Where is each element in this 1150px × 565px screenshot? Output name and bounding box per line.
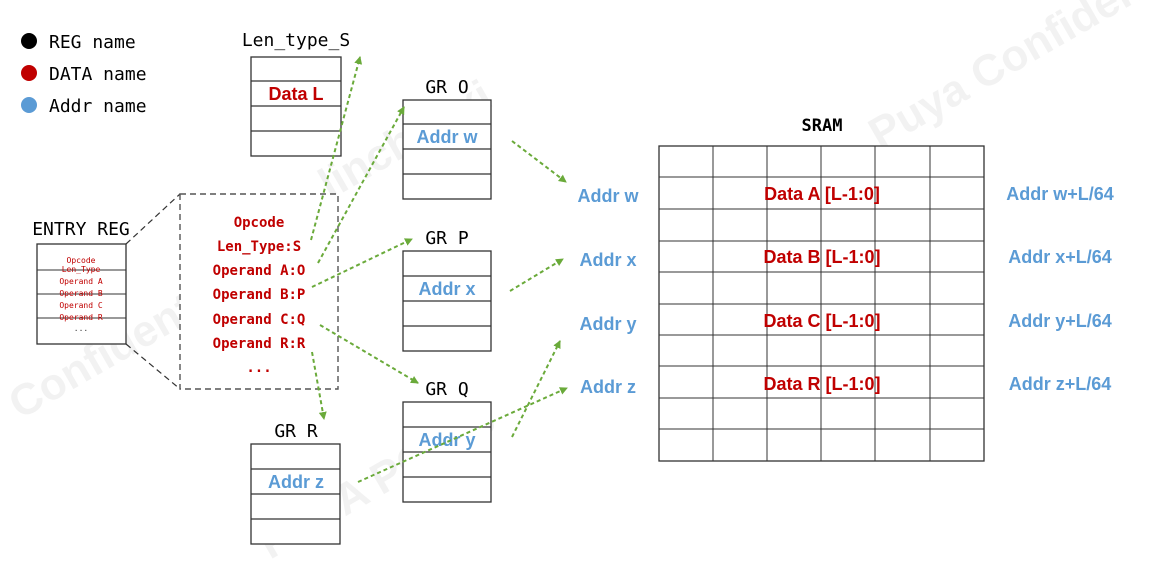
sram-addr-z-end: Addr z+L/64 xyxy=(1009,374,1112,394)
arrow-gr-o-to-sram-w xyxy=(511,140,567,183)
expanded-operand-b: Operand B:P xyxy=(213,287,306,303)
expanded-len-type: Len_Type:S xyxy=(217,239,301,255)
sram-addr-x: Addr x xyxy=(579,250,636,270)
entry-row-operand-c: Operand C xyxy=(59,301,103,310)
legend-label-data: DATA name xyxy=(49,64,147,85)
expanded-operand-a: Operand A:O xyxy=(213,263,306,279)
expanded-entry: Opcode Len_Type:S Operand A:O Operand B:… xyxy=(179,193,339,390)
gr-p-title: GR P xyxy=(425,228,469,249)
gr-o-title: GR O xyxy=(425,77,468,98)
sram-data-r: Data R [L-1:0] xyxy=(763,374,880,394)
len-type-s-title: Len_type_S xyxy=(242,30,350,51)
gr-r-register: GR R Addr z xyxy=(250,421,341,545)
sram-data-b: Data B [L-1:0] xyxy=(763,247,880,267)
arrow-operand-b-to-gr-p xyxy=(311,238,413,288)
zoom-line-top xyxy=(125,193,181,245)
arrow-gr-p-to-sram-x xyxy=(509,258,564,292)
entry-row-len-type: Len_Type xyxy=(62,265,101,274)
entry-reg: ENTRY REG Opcode Len_Type Operand A Oper… xyxy=(32,219,130,345)
legend-dot-data xyxy=(21,65,37,81)
arrow-len-type-to-len-type-s xyxy=(310,56,363,241)
entry-row-opcode: Opcode xyxy=(67,256,96,265)
gr-o-addr-label: Addr w xyxy=(417,127,479,147)
expanded-ellipsis: ... xyxy=(246,360,271,376)
arrow-operand-c-to-gr-q xyxy=(319,324,419,384)
sram-data-a: Data A [L-1:0] xyxy=(764,184,880,204)
watermark-text-4: Puya Confidential xyxy=(861,0,1150,159)
expanded-operand-c: Operand C:Q xyxy=(213,312,306,328)
gr-r-title: GR R xyxy=(274,421,318,442)
sram-addr-x-end: Addr x+L/64 xyxy=(1008,247,1112,267)
sram-addr-w-end: Addr w+L/64 xyxy=(1006,184,1114,204)
len-type-s-data-label: Data L xyxy=(268,84,323,104)
expanded-operand-r: Operand R:R xyxy=(213,336,306,352)
entry-row-operand-r: Operand R xyxy=(59,313,103,322)
len-type-s-register: Len_type_S Data L xyxy=(242,30,350,157)
entry-row-operand-a: Operand A xyxy=(59,277,103,286)
arrow-gr-r-to-sram-z xyxy=(357,387,568,483)
entry-row-ellipsis: ... xyxy=(74,324,88,333)
sram-addr-y: Addr y xyxy=(579,314,636,334)
entry-reg-title: ENTRY REG xyxy=(32,219,130,240)
pointer-arrows xyxy=(310,56,568,483)
sram: SRAM Data A [L-1:0] Data B [L-1:0] Data … xyxy=(578,116,1114,462)
arrow-operand-a-to-gr-o xyxy=(317,106,405,264)
legend: REG name DATA name Addr name xyxy=(21,32,147,117)
entry-row-operand-b: Operand B xyxy=(59,289,103,298)
sram-addr-w: Addr w xyxy=(578,186,640,206)
legend-dot-reg xyxy=(21,33,37,49)
gr-q-register: GR Q Addr y xyxy=(402,379,492,503)
arrow-gr-q-to-sram-y xyxy=(511,340,561,438)
gr-r-addr-label: Addr z xyxy=(268,472,324,492)
gr-p-register: GR P Addr x xyxy=(402,228,492,352)
sram-data-c: Data C [L-1:0] xyxy=(763,311,880,331)
sram-addr-y-end: Addr y+L/64 xyxy=(1008,311,1112,331)
expanded-opcode: Opcode xyxy=(234,215,285,231)
sram-addr-z: Addr z xyxy=(580,377,636,397)
gr-q-title: GR Q xyxy=(425,379,468,400)
gr-o-register: GR O Addr w xyxy=(402,77,492,200)
zoom-line-bottom xyxy=(125,343,181,390)
legend-label-addr: Addr name xyxy=(49,96,147,117)
sram-title: SRAM xyxy=(802,116,843,136)
legend-dot-addr xyxy=(21,97,37,113)
legend-label-reg: REG name xyxy=(49,32,136,53)
gr-p-addr-label: Addr x xyxy=(418,279,475,299)
arrow-operand-r-to-gr-r xyxy=(311,351,327,420)
